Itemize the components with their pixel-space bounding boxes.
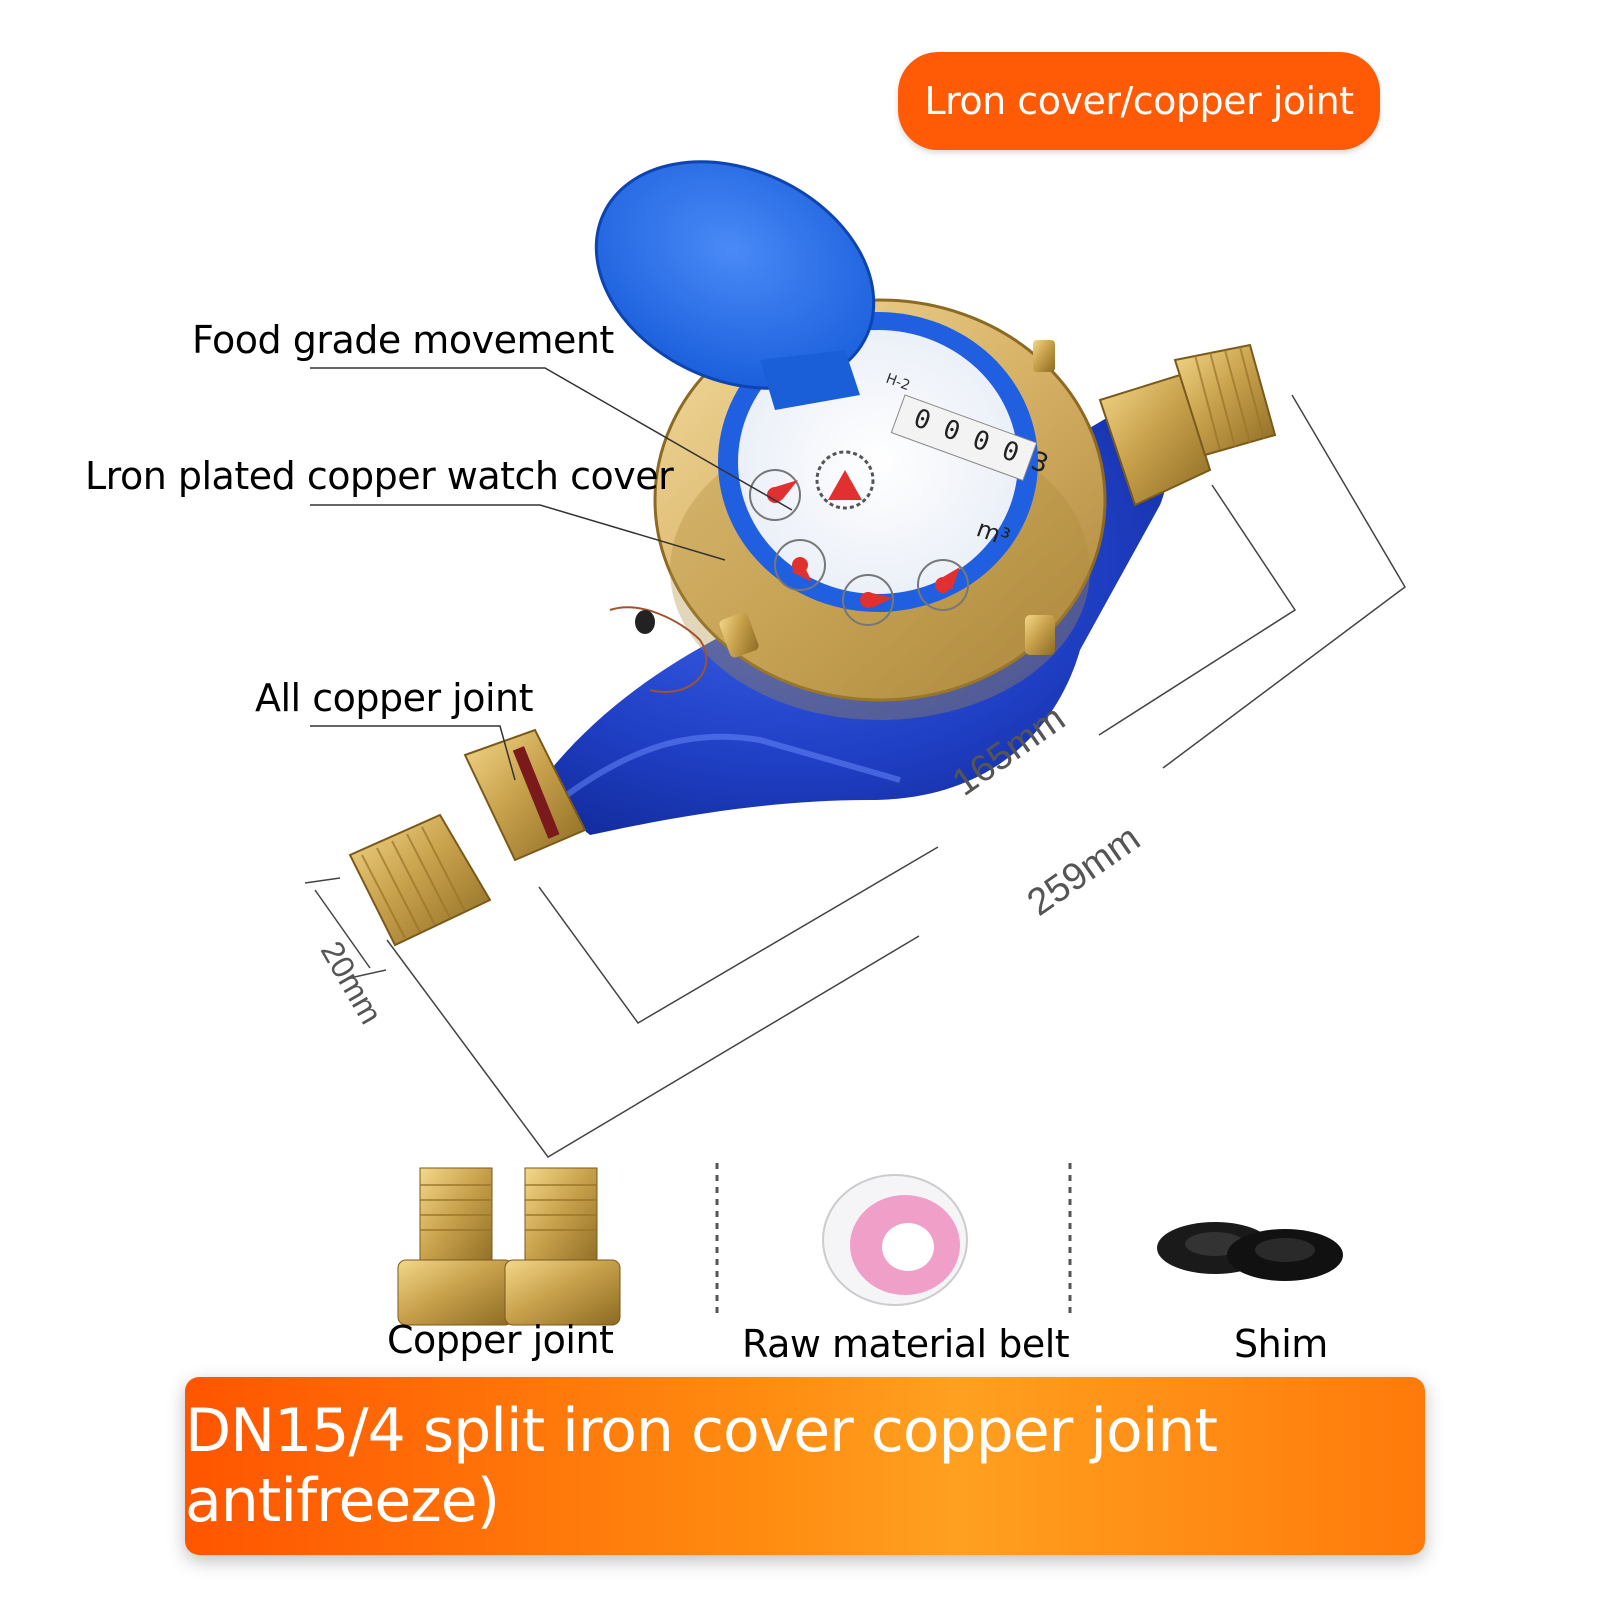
callout-watch-cover: Lron plated copper watch cover <box>85 454 674 498</box>
product-title-banner: DN15/4 split iron cover copper joint ant… <box>185 1377 1425 1555</box>
right-copper-joint <box>1098 343 1277 507</box>
dial-model: H-2 <box>884 371 912 394</box>
accessory-separators <box>715 1163 1072 1313</box>
accessory-label-raw-material-belt: Raw material belt <box>742 1322 1070 1366</box>
callout-all-copper-joint: All copper joint <box>255 676 534 720</box>
sub-dial-4 <box>917 559 969 611</box>
accessory-label-shim: Shim <box>1234 1322 1328 1366</box>
left-copper-joint <box>348 728 587 947</box>
callout-food-grade-movement: Food grade movement <box>192 318 614 362</box>
meter-lid <box>594 160 876 410</box>
callout-lines <box>310 367 793 781</box>
watch-cover-ring <box>653 298 1107 720</box>
sub-dial-2 <box>774 539 826 591</box>
top-badge: Lron cover/copper joint <box>898 52 1380 150</box>
dimension-lines <box>304 394 1406 1158</box>
accessory-shims <box>1157 1222 1343 1281</box>
accessory-ptfe-tape <box>822 1174 968 1306</box>
accessory-copper-joints <box>397 1167 621 1326</box>
sub-dial-1 <box>749 469 801 521</box>
sub-dial-3 <box>842 574 894 626</box>
accessory-label-copper-joint: Copper joint <box>387 1318 614 1362</box>
